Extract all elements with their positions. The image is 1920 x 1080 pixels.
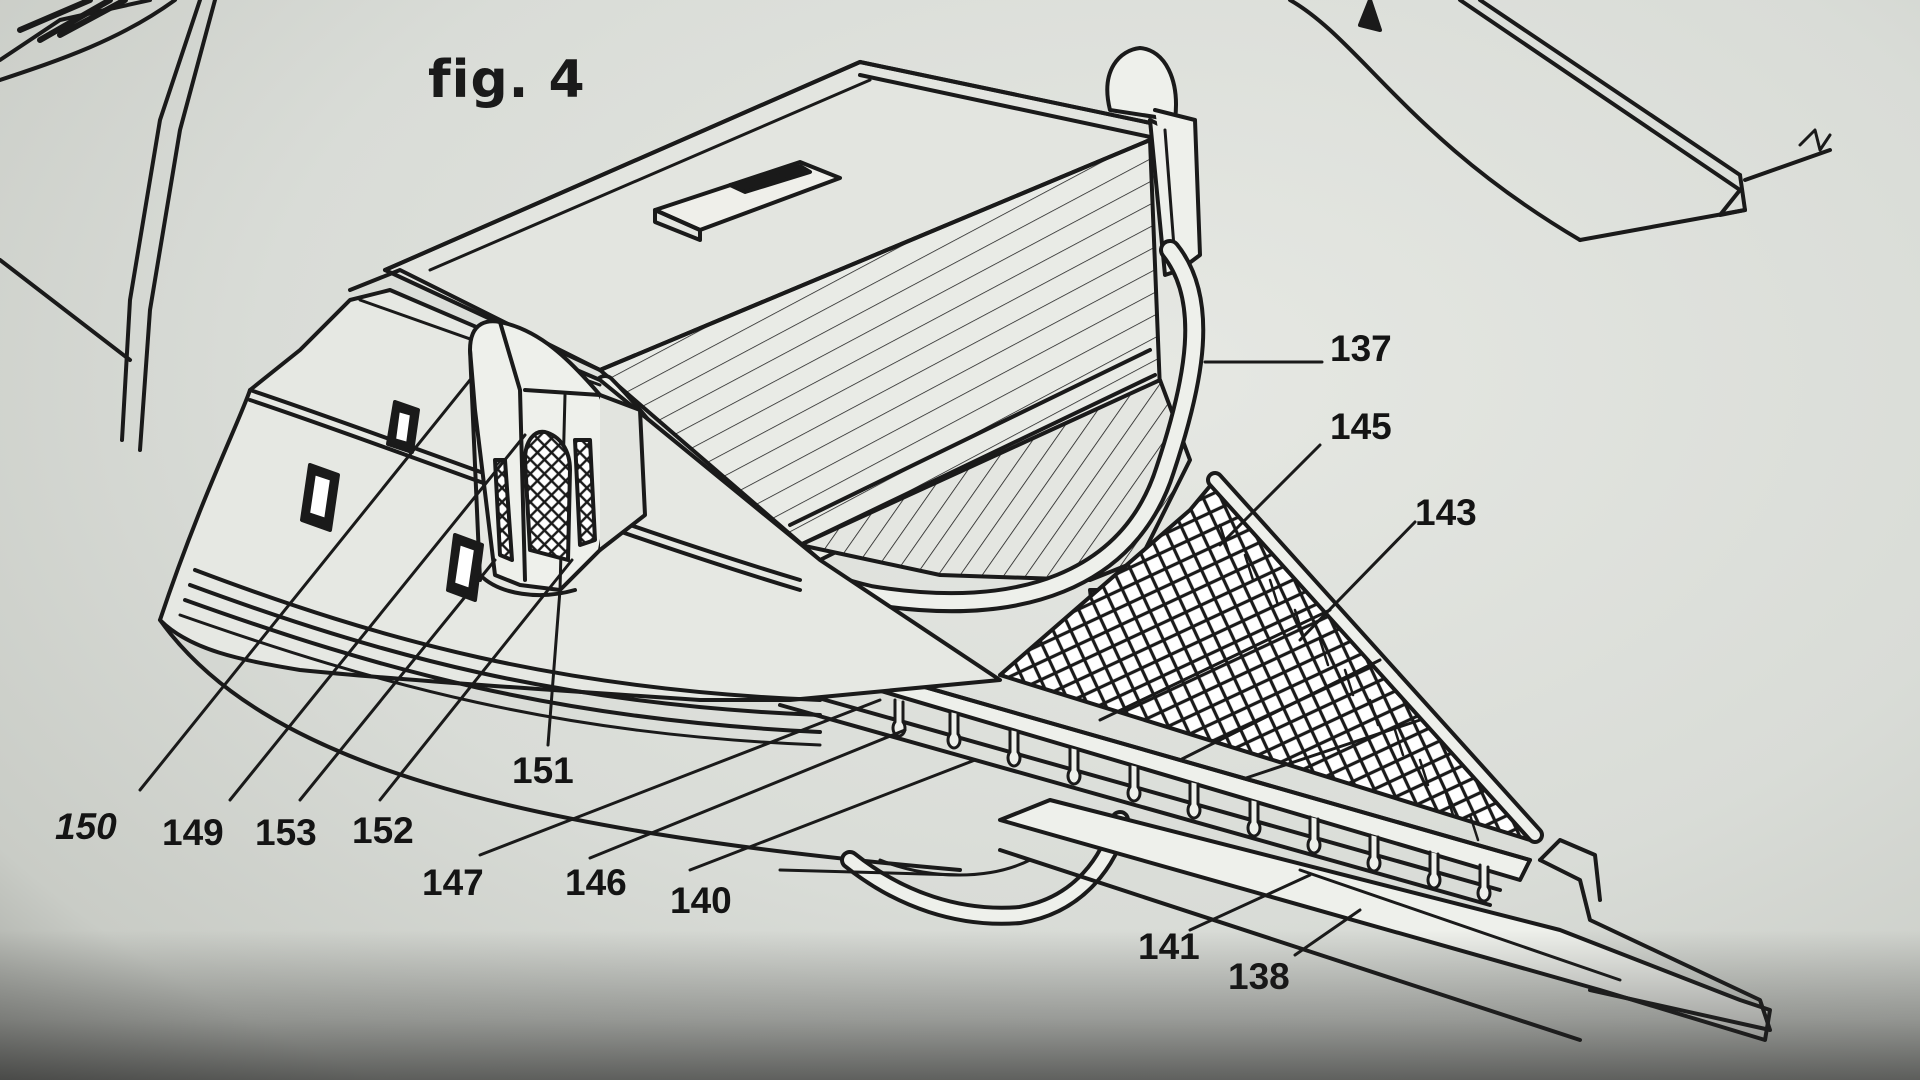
leader-145 <box>1218 443 1322 547</box>
callout-150: 150 <box>55 806 117 847</box>
leader-149 <box>228 433 527 802</box>
figure-title: fig. 4 <box>428 50 586 110</box>
callout-152: 152 <box>352 810 414 851</box>
sheet-edge-line <box>778 868 962 877</box>
leader-151 <box>546 588 562 747</box>
forecastle-deck <box>383 60 1162 372</box>
leader-141 <box>1188 873 1312 932</box>
corner-fragment-top-left <box>0 0 217 452</box>
lower-head-rail <box>778 658 1532 907</box>
callout-138: 138 <box>1228 956 1290 997</box>
spar-fragment-top-right <box>1288 0 1832 242</box>
leader-140 <box>688 758 977 872</box>
lantern-turret <box>468 319 647 597</box>
callout-146: 146 <box>565 862 627 903</box>
leader-143 <box>1298 520 1417 642</box>
callout-137: 137 <box>1330 328 1392 369</box>
leader-lines <box>138 360 1417 957</box>
leader-150 <box>138 378 472 792</box>
callout-141: 141 <box>1138 926 1200 967</box>
leader-152 <box>378 558 574 802</box>
callout-151: 151 <box>512 750 574 791</box>
callout-147: 147 <box>422 862 484 903</box>
callout-143: 143 <box>1415 492 1477 533</box>
callout-149: 149 <box>162 812 224 853</box>
leader-147 <box>478 698 882 857</box>
leader-138 <box>1293 908 1362 957</box>
callout-145: 145 <box>1330 406 1392 447</box>
head-grating <box>998 471 1544 844</box>
callout-140: 140 <box>670 880 732 921</box>
leader-153 <box>298 558 497 802</box>
leader-146 <box>588 728 907 860</box>
callout-153: 153 <box>255 812 317 853</box>
